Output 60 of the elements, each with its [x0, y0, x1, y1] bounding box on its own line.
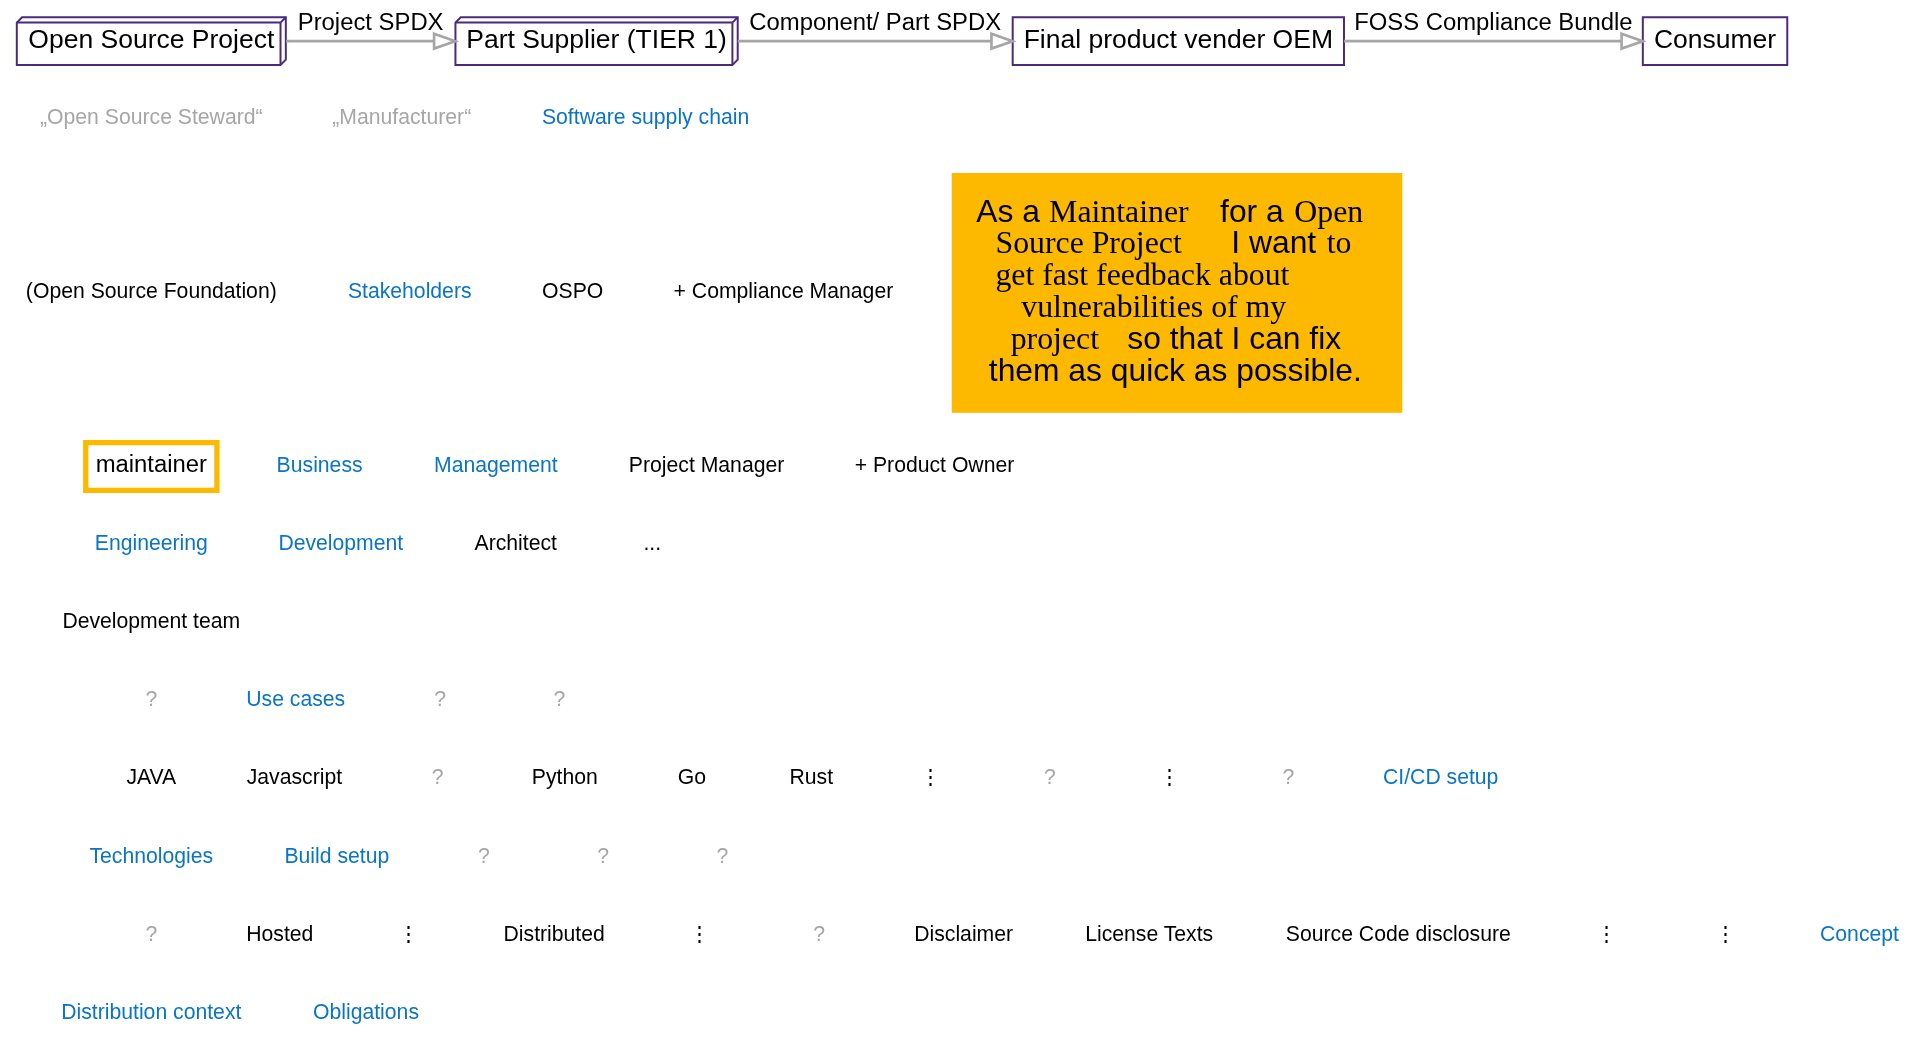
label: Concept [1820, 921, 1899, 945]
label: ⋮ [689, 921, 711, 945]
label: Python [531, 764, 598, 788]
node-box: As a Maintainer for a Open Source Project I want to get fast feedback about vulnerabilities of my project so that I can fix them as quick as possible. [951, 172, 1403, 413]
label: Distributed [503, 921, 605, 945]
label: Architect [474, 530, 557, 554]
label: ... [643, 530, 662, 554]
label: Development [278, 530, 404, 554]
label: Use cases [246, 686, 346, 710]
label: (Open Source Foundation) [25, 278, 277, 302]
label: License Texts [1085, 921, 1214, 945]
label: Technologies [89, 843, 214, 867]
label: JAVA [126, 764, 177, 788]
label: Distribution context [61, 999, 242, 1023]
node-box: Final product vender OEM [1011, 15, 1345, 66]
label: „Open Source Steward“ [40, 104, 263, 128]
node-box: Consumer [1641, 15, 1789, 66]
label: CI/CD setup [1383, 764, 1499, 788]
label: Engineering [94, 530, 208, 554]
label: ? [431, 764, 444, 788]
label: ? [1043, 764, 1056, 788]
arrow [1344, 31, 1647, 50]
label: + Compliance Manager [673, 278, 894, 302]
label: Source Code disclosure [1285, 921, 1511, 945]
arrow [737, 31, 1017, 50]
label: ⋮ [1715, 921, 1737, 945]
edge-label: Component/ Part SPDX [749, 7, 1002, 35]
label: OSPO [542, 278, 604, 302]
edge-label: FOSS Compliance Bundle [1354, 7, 1633, 35]
node-box: maintainer [83, 439, 220, 493]
arrow [286, 31, 460, 50]
label: ⋮ [920, 764, 942, 788]
label: ⋮ [1158, 764, 1180, 788]
label: Javascript [246, 764, 343, 788]
label: ⋮ [397, 921, 419, 945]
label: Obligations [312, 999, 419, 1023]
label: „Manufacturer“ [332, 104, 472, 128]
label: Go [677, 764, 707, 788]
label: + Product Owner [854, 452, 1015, 476]
label: Development team [62, 608, 241, 632]
label: ? [597, 843, 610, 867]
label: Stakeholders [347, 278, 472, 302]
label: ? [553, 686, 566, 710]
label: Build setup [284, 843, 390, 867]
label: ? [813, 921, 826, 945]
label: Management [434, 452, 558, 476]
label: Disclaimer [914, 921, 1014, 945]
label: ? [716, 843, 729, 867]
label: Business [276, 452, 363, 476]
label: ? [478, 843, 490, 867]
label: ? [1282, 764, 1295, 788]
edge-label: Project SPDX [297, 7, 444, 35]
label: ⋮ [1595, 921, 1617, 945]
label: ? [145, 921, 158, 945]
label: Project Manager [628, 452, 785, 476]
label: ? [434, 686, 447, 710]
label: Hosted [246, 921, 314, 945]
label: Rust [789, 764, 834, 788]
label: Software supply chain [541, 104, 750, 128]
label: ? [145, 686, 158, 710]
